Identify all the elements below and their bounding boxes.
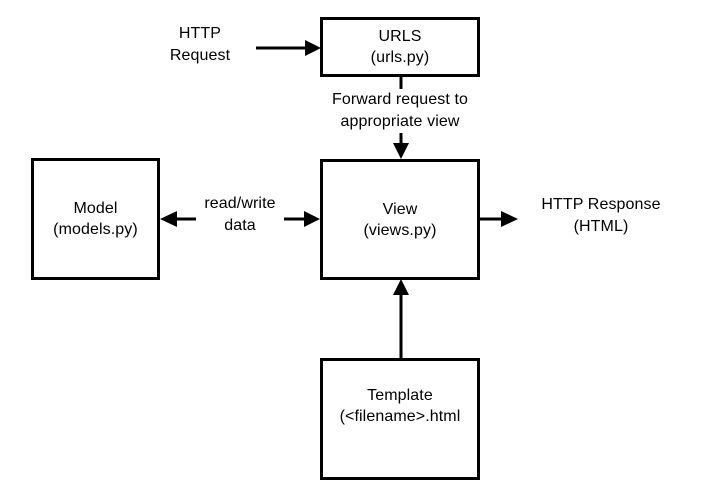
edge-request-to-urls [255,38,325,60]
node-urls-line1: URLS [378,28,422,45]
node-urls[interactable]: URLS (urls.py) [320,17,480,77]
node-view-line1: View [382,200,418,218]
label-read-write-data-line2: data [224,217,256,234]
label-http-request-line2: Request [169,47,231,64]
node-model[interactable]: Model (models.py) [31,158,160,280]
label-http-response-line2: (HTML) [573,218,629,235]
node-model-line1: Model [73,200,118,217]
label-read-write-data-line1: read/write [204,195,276,212]
node-template[interactable]: Template (<filename>.html [320,358,480,480]
label-read-write-data: read/write data [196,193,284,237]
node-model-line2: (models.py) [53,221,138,238]
node-template-line2: (<filename>.html [339,408,461,425]
label-http-response: HTTP Response (HTML) [528,194,674,238]
edge-template-to-view [392,277,410,361]
label-http-response-line1: HTTP Response [541,196,661,213]
label-http-request-line1: HTTP [178,25,222,42]
label-forward-request: Forward request to appropriate view [320,89,480,133]
node-view-line2: (views.py) [363,221,437,239]
label-forward-request-line1: Forward request to [331,91,469,108]
label-forward-request-line2: appropriate view [340,113,460,130]
label-http-request: HTTP Request [150,23,250,67]
node-urls-line2: (urls.py) [370,49,430,66]
edge-view-to-response [478,209,524,231]
node-view[interactable]: View (views.py) [320,159,480,280]
node-template-line1: Template [367,387,433,404]
